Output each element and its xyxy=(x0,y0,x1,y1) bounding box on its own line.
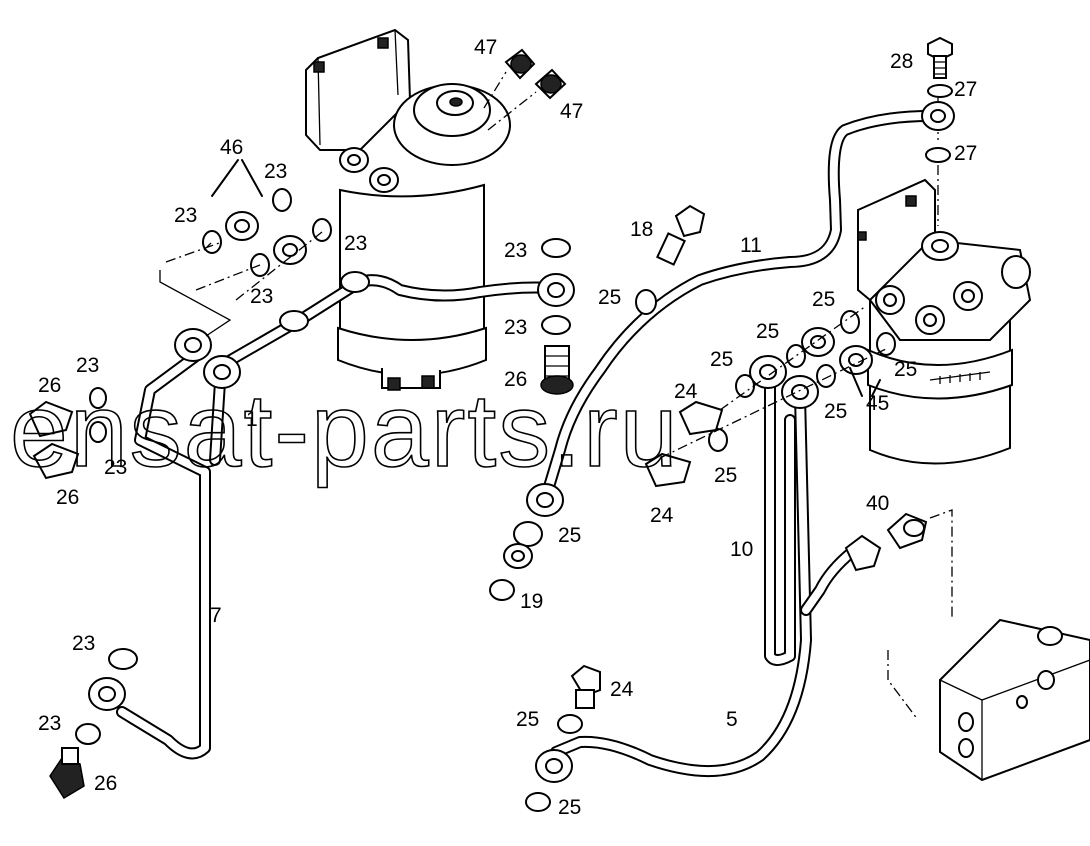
callouts: 47 47 46 23 23 23 23 23 26 1 23 26 7 23 … xyxy=(38,36,977,819)
label-25-c: 25 xyxy=(812,288,835,311)
label-47-upper: 47 xyxy=(474,36,497,59)
label-23-j: 23 xyxy=(504,316,527,339)
label-19: 19 xyxy=(520,590,543,613)
left-fuel-filter xyxy=(305,28,511,391)
label-23-b: 23 xyxy=(174,204,197,227)
label-23-a: 23 xyxy=(264,160,287,183)
plug-47-lower xyxy=(534,68,567,100)
plug-47-upper xyxy=(504,48,536,80)
right-fuel-filter xyxy=(857,178,1032,465)
label-24-c: 24 xyxy=(610,678,634,701)
label-46: 46 xyxy=(220,136,243,159)
label-25-a: 25 xyxy=(598,286,621,309)
label-25-e: 25 xyxy=(710,348,733,371)
label-25-d: 25 xyxy=(756,320,779,343)
label-23-e: 23 xyxy=(76,354,99,377)
label-26-a: 26 xyxy=(38,374,61,397)
hose-5 xyxy=(535,375,882,783)
label-25-g: 25 xyxy=(824,400,847,423)
label-25-h: 25 xyxy=(714,464,737,487)
connector-40 xyxy=(886,512,928,550)
label-25-j: 25 xyxy=(558,796,581,819)
label-7: 7 xyxy=(210,604,222,627)
injection-pump-block xyxy=(939,618,1090,782)
left-fittings xyxy=(28,188,332,800)
label-23-h: 23 xyxy=(38,712,61,735)
label-23-g: 23 xyxy=(72,632,95,655)
label-1: 1 xyxy=(246,408,258,431)
label-26-d: 26 xyxy=(504,368,527,391)
label-40: 40 xyxy=(866,492,889,515)
hose-1 xyxy=(204,271,575,378)
hose-10 xyxy=(749,355,796,666)
label-45: 45 xyxy=(866,392,889,415)
right-fittings xyxy=(525,310,896,812)
label-23-c: 23 xyxy=(344,232,367,255)
watermark: ensat-parts.ru xyxy=(10,373,680,489)
label-25-b: 25 xyxy=(558,524,581,547)
hose-7 xyxy=(88,328,241,760)
bolt-28 xyxy=(925,36,953,163)
label-23-f: 23 xyxy=(104,456,127,479)
label-26-b: 26 xyxy=(56,486,79,509)
label-25-i: 25 xyxy=(516,708,539,731)
label-18: 18 xyxy=(630,218,653,241)
label-26-c: 26 xyxy=(94,772,117,795)
label-25-f: 25 xyxy=(894,358,917,381)
centre-fittings xyxy=(540,238,574,395)
label-23-i: 23 xyxy=(504,239,527,262)
fittings-19-25 xyxy=(489,521,543,601)
label-24-a: 24 xyxy=(674,380,698,403)
label-27-b: 27 xyxy=(954,142,977,165)
hose-11 xyxy=(526,101,955,517)
label-23-d: 23 xyxy=(250,285,273,308)
label-24-b: 24 xyxy=(650,504,674,527)
label-11: 11 xyxy=(740,234,762,257)
label-47-lower: 47 xyxy=(560,100,583,123)
label-10: 10 xyxy=(730,538,753,561)
label-28: 28 xyxy=(890,50,913,73)
connector-18 xyxy=(635,204,706,315)
label-5: 5 xyxy=(726,708,738,731)
label-27-a: 27 xyxy=(954,78,977,101)
